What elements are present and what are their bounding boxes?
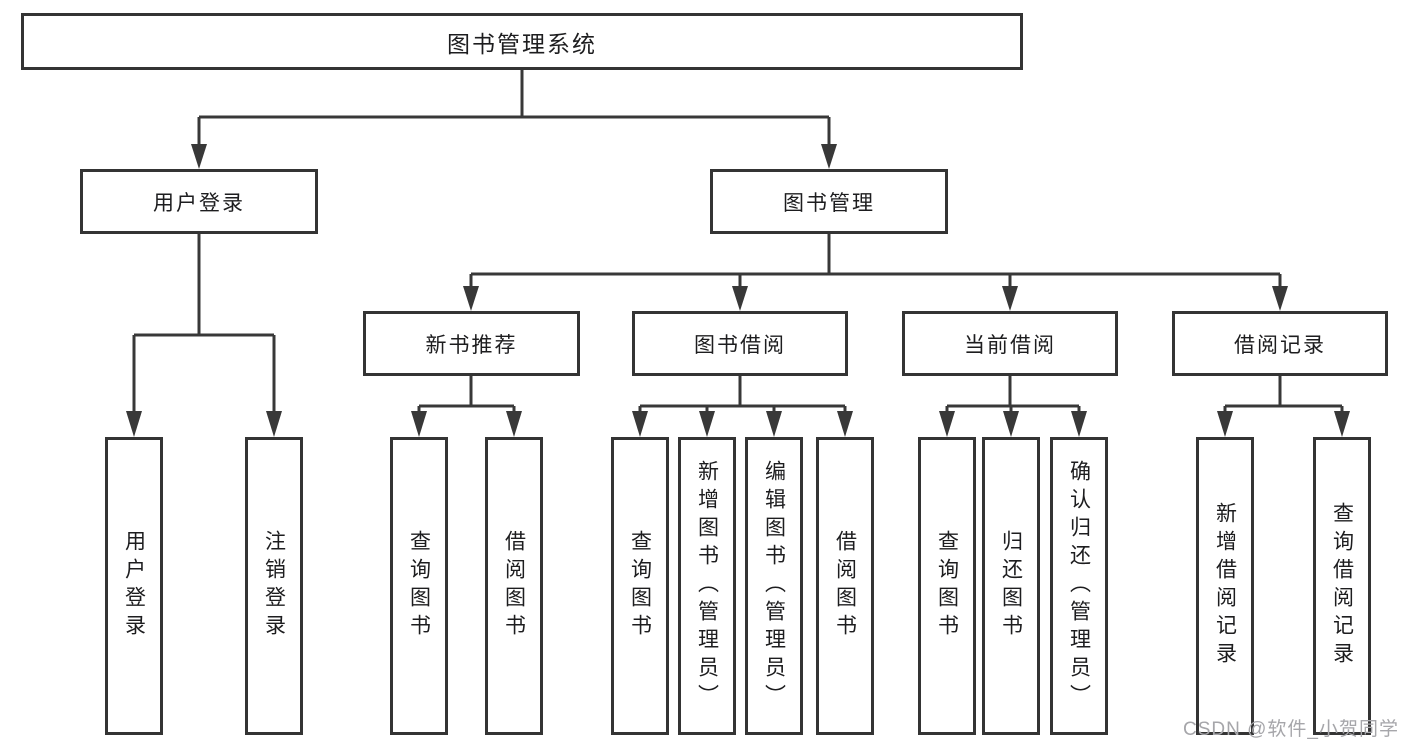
node-library-management-system: 图书管理系统 xyxy=(21,13,1023,70)
node-borrow-records: 借阅记录 xyxy=(1172,311,1388,376)
leaf-add-borrow-record: 新增借阅记录 xyxy=(1196,437,1254,735)
node-book-management: 图书管理 xyxy=(710,169,948,234)
leaf-borrow-books: 借阅图书 xyxy=(816,437,874,735)
leaf-query-books-current: 查询图书 xyxy=(918,437,976,735)
leaf-confirm-return-admin: 确认归还（管理员） xyxy=(1050,437,1108,735)
leaf-return-book: 归还图书 xyxy=(982,437,1040,735)
leaf-logout: 注销登录 xyxy=(245,437,303,735)
leaf-add-book-admin: 新增图书（管理员） xyxy=(678,437,736,735)
node-book-borrow: 图书借阅 xyxy=(632,311,848,376)
leaf-query-books-recommend: 查询图书 xyxy=(390,437,448,735)
node-user-login: 用户登录 xyxy=(80,169,318,234)
node-current-borrow: 当前借阅 xyxy=(902,311,1118,376)
leaf-edit-book-admin: 编辑图书（管理员） xyxy=(745,437,803,735)
leaf-query-books-borrow: 查询图书 xyxy=(611,437,669,735)
leaf-user-login: 用户登录 xyxy=(105,437,163,735)
watermark: CSDN @软件_小贺同学 xyxy=(1183,719,1399,740)
node-new-book-recommend: 新书推荐 xyxy=(363,311,580,376)
leaf-borrow-books-recommend: 借阅图书 xyxy=(485,437,543,735)
leaf-query-borrow-record: 查询借阅记录 xyxy=(1313,437,1371,735)
